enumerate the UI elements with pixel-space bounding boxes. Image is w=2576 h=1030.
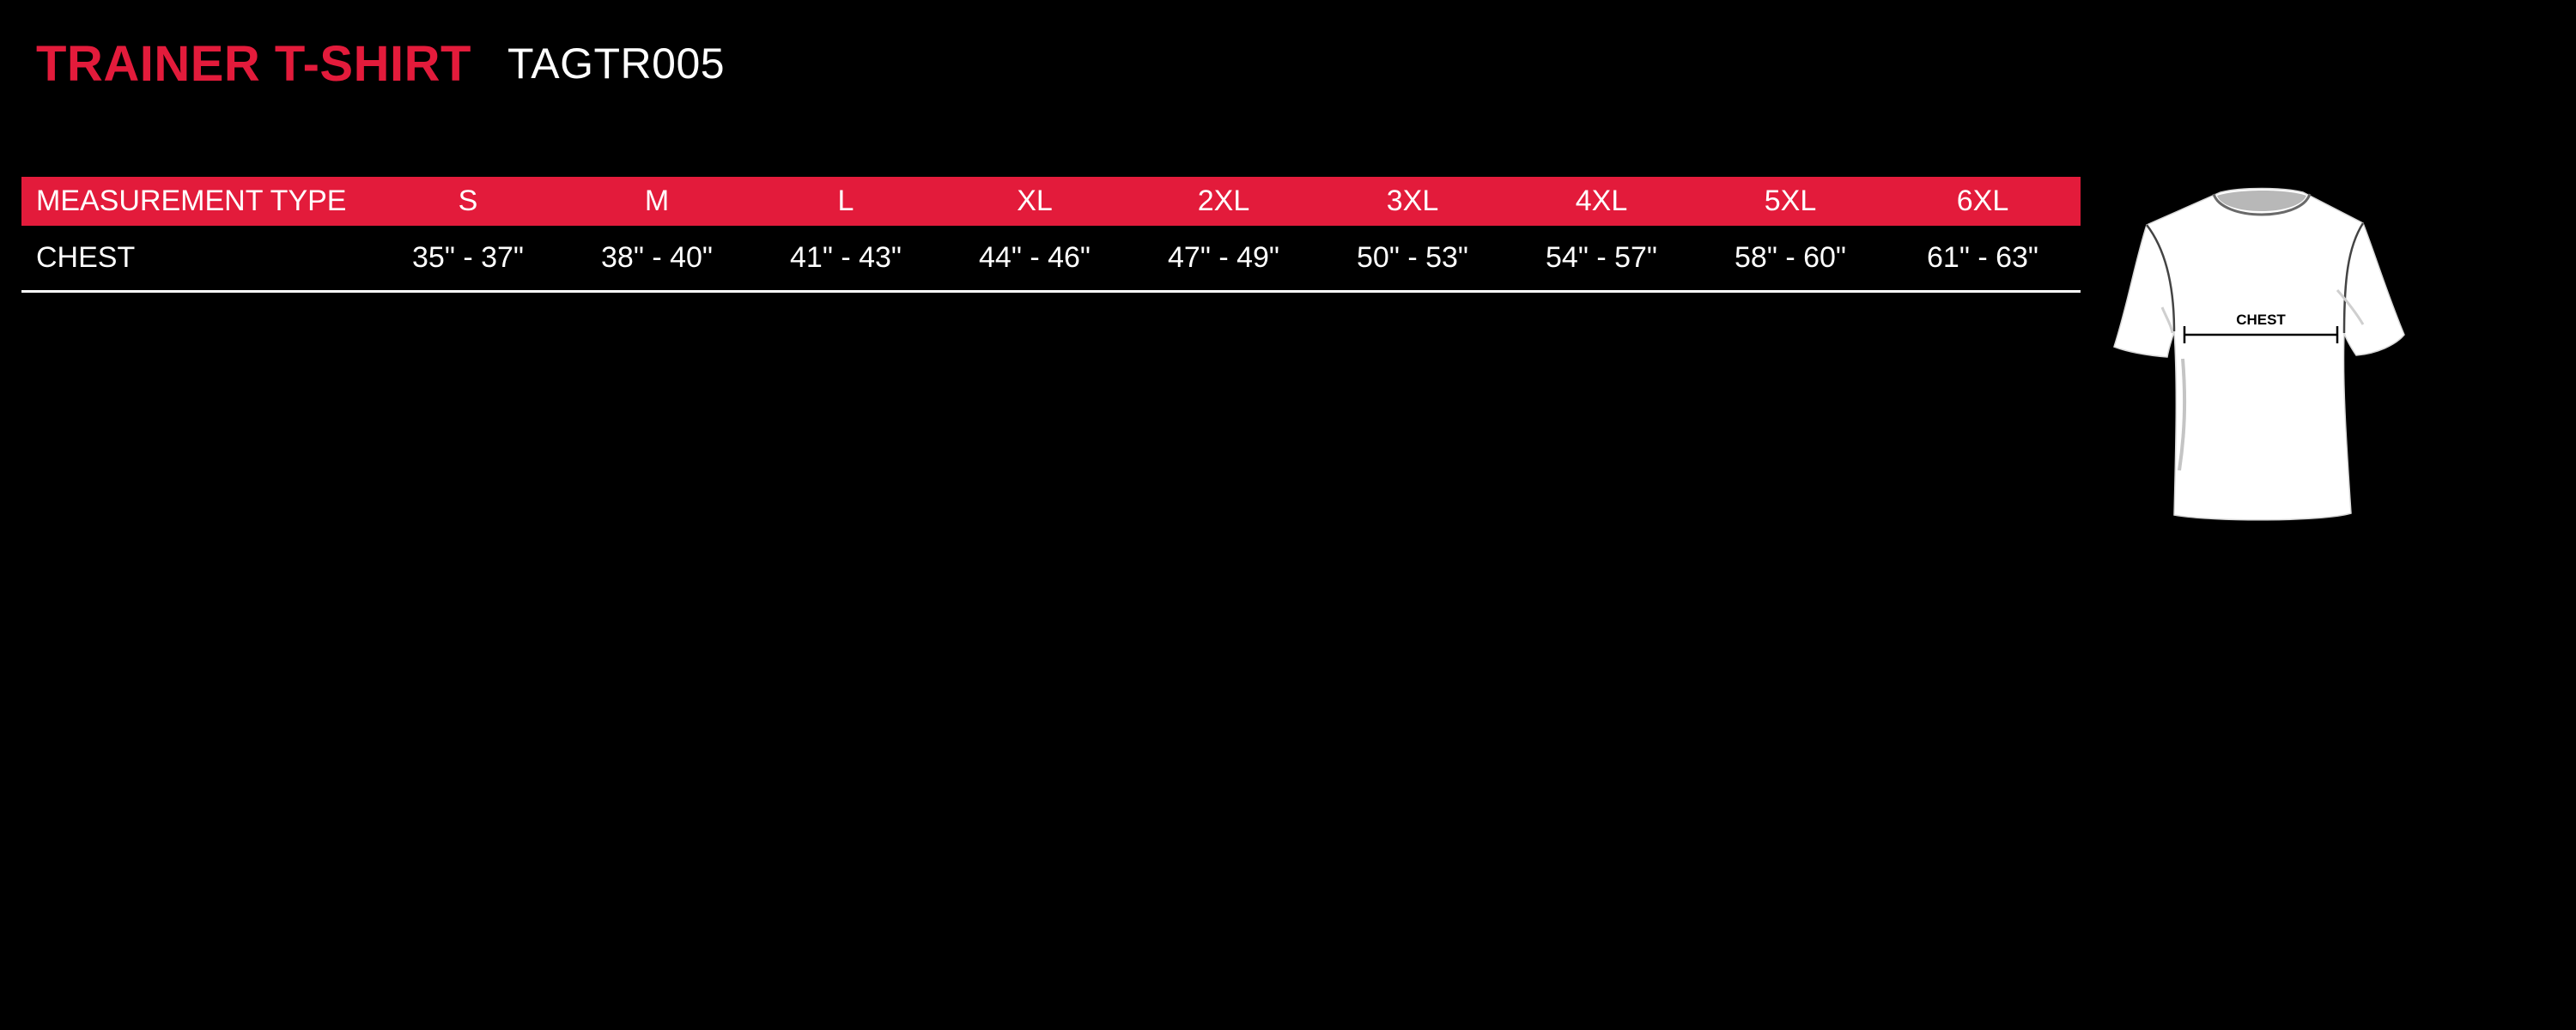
page-title: TRAINER T-SHIRT TAGTR005 bbox=[36, 29, 725, 98]
header-size-3xl: 3XL bbox=[1386, 185, 1439, 217]
header-size-2xl: 2XL bbox=[1197, 185, 1250, 217]
header-size-m: M bbox=[644, 185, 670, 217]
header-size-xl: XL bbox=[1017, 185, 1053, 217]
header-size-l: L bbox=[837, 185, 854, 217]
size-chart-table: MEASUREMENT TYPE S M L XL 2XL 3XL 4XL 5X… bbox=[21, 177, 2081, 293]
table-row: CHEST 35" - 37" 38" - 40" 41" - 43" 44" … bbox=[21, 226, 2081, 293]
header-measurement-type: MEASUREMENT TYPE bbox=[36, 185, 347, 217]
product-name: TRAINER T-SHIRT bbox=[36, 35, 471, 92]
header-size-6xl: 6XL bbox=[1956, 185, 2009, 217]
row-label-chest: CHEST bbox=[21, 226, 374, 293]
table-cell: 54" - 57" bbox=[1507, 226, 1696, 293]
header-size-4xl: 4XL bbox=[1575, 185, 1628, 217]
table-cell: 58" - 60" bbox=[1696, 226, 1885, 293]
table-cell: 61" - 63" bbox=[1885, 226, 2081, 293]
tshirt-body-shape bbox=[2113, 187, 2405, 521]
table-cell: 41" - 43" bbox=[751, 226, 940, 293]
table-cell: 47" - 49" bbox=[1129, 226, 1318, 293]
table-header-row: MEASUREMENT TYPE S M L XL 2XL 3XL 4XL 5X… bbox=[21, 177, 2081, 226]
table-cell: 44" - 46" bbox=[940, 226, 1129, 293]
header-size-s: S bbox=[458, 185, 478, 217]
chest-label: CHEST bbox=[2236, 312, 2286, 328]
table-cell: 38" - 40" bbox=[562, 226, 751, 293]
header-size-5xl: 5XL bbox=[1764, 185, 1817, 217]
product-code: TAGTR005 bbox=[507, 39, 726, 88]
tshirt-diagram: CHEST bbox=[2113, 187, 2405, 521]
table-cell: 35" - 37" bbox=[374, 226, 562, 293]
table-cell: 50" - 53" bbox=[1318, 226, 1507, 293]
tshirt-collar bbox=[2217, 191, 2306, 211]
